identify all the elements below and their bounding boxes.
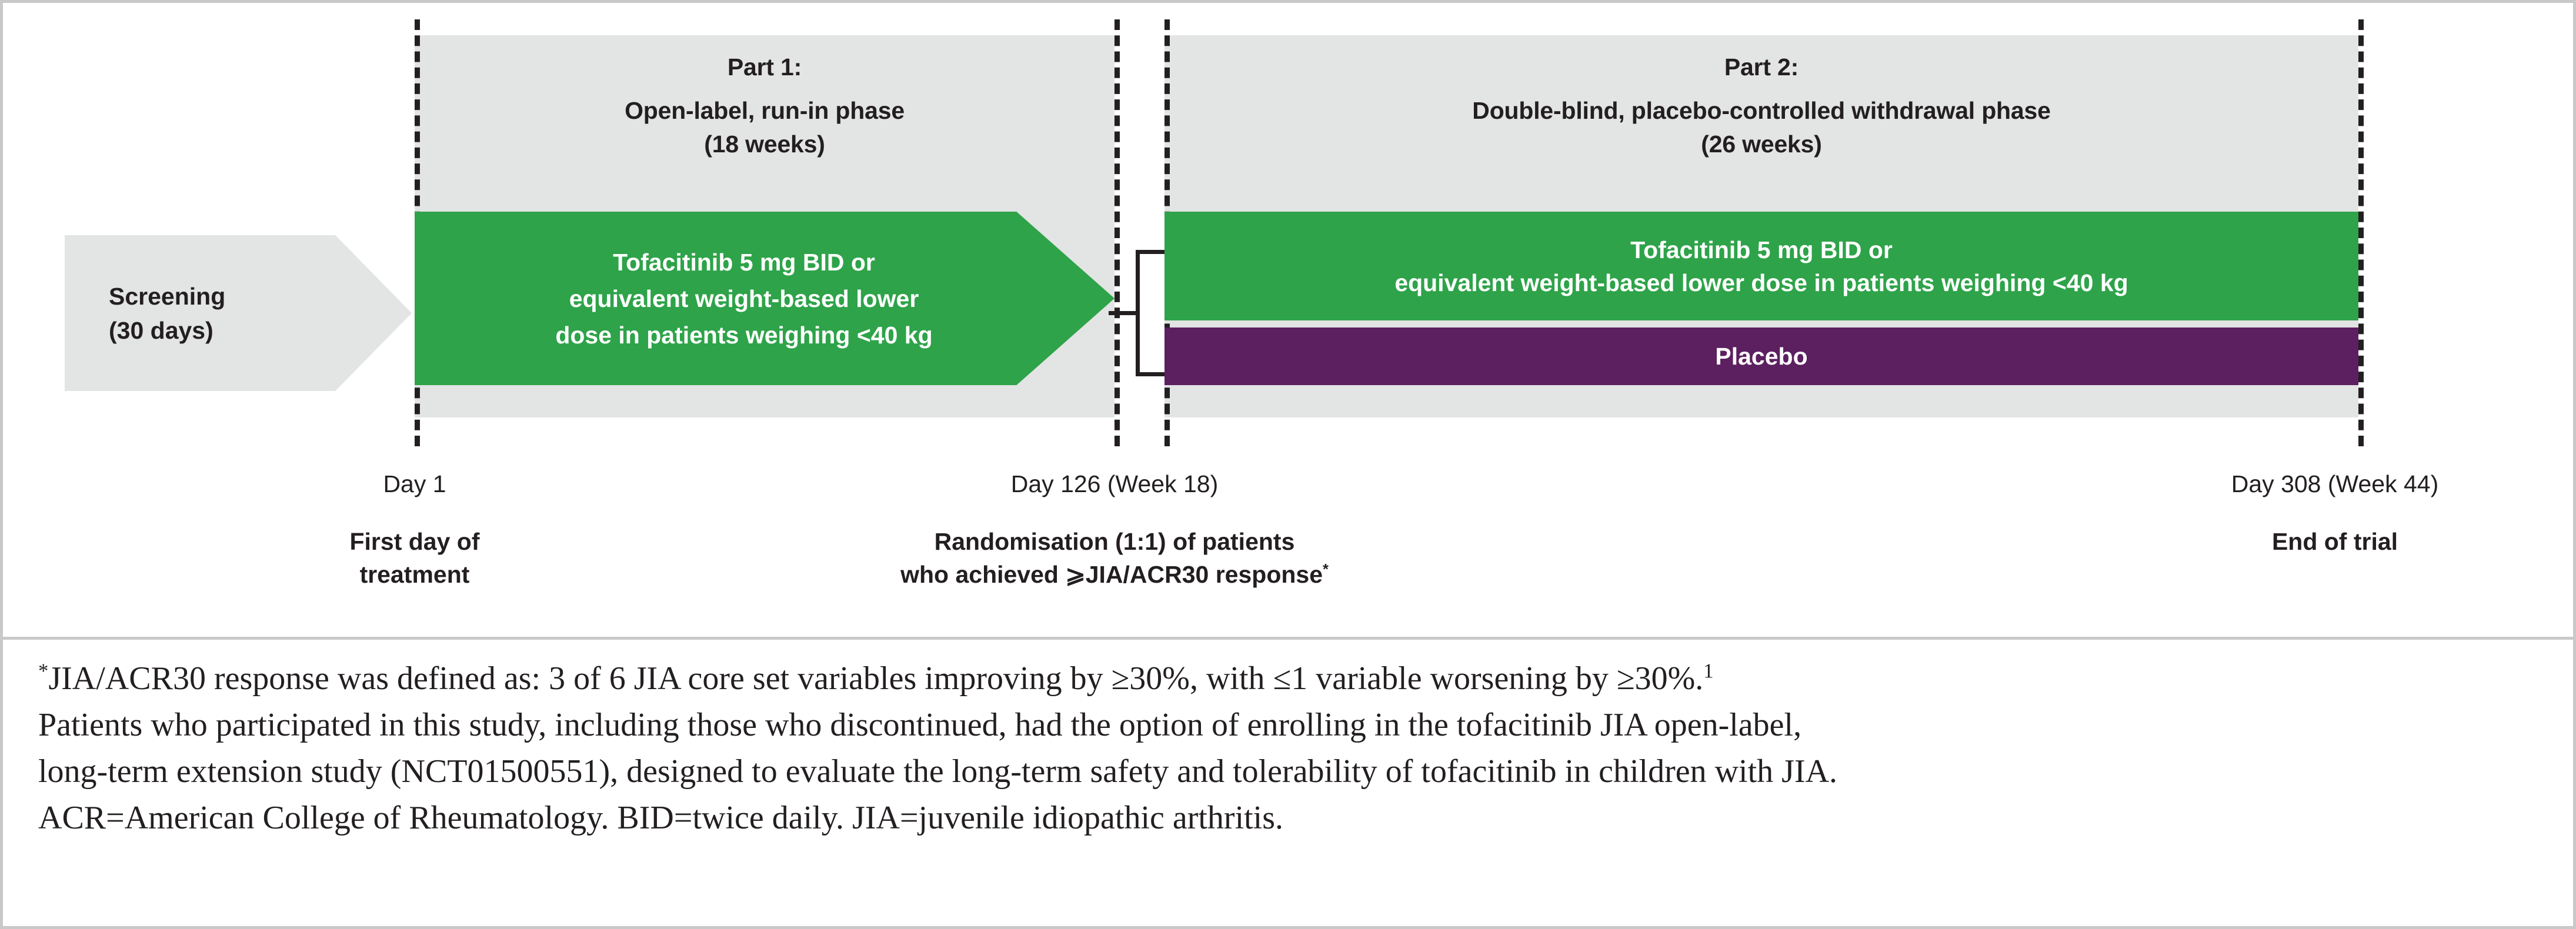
trial-design-diagram: Part 1: Open-label, run-in phase (18 wee… [3,3,2573,635]
bracket-spine [1136,250,1140,376]
footnote-line-2: Patients who participated in this study,… [38,707,1802,743]
randomisation-footnote-marker: * [1323,561,1329,578]
marker-day-126-description: Randomisation (1:1) of patients who achi… [823,525,1406,591]
marker-day-1-desc-line-1: First day of [349,528,480,555]
footnote-line-3: long-term extension study (NCT01500551),… [38,753,1838,790]
part2-tofacitinib-line-2: equivalent weight-based lower dose in pa… [1394,269,2128,296]
footnote-divider [3,637,2573,640]
part1-arm-line-3: dose in patients weighing <40 kg [555,321,933,349]
marker-day-1-day: Day 1 [383,470,446,497]
marker-day-1-desc-line-2: treatment [359,561,470,588]
footnote-line-1-text: JIA/ACR30 response was defined as: 3 of … [48,660,1704,697]
marker-day-126-day: Day 126 (Week 18) [1010,470,1219,497]
dashed-rule-day-308 [2358,19,2364,446]
part2-placebo-bar: Placebo [1164,328,2358,385]
part1-title-line-3: (18 weeks) [704,131,825,158]
randomisation-bracket-connector [1109,250,1173,376]
screening-label-line-1: Screening [109,282,226,310]
screening-label-line-2: (30 days) [109,316,213,344]
marker-day-1-description: First day of treatment [271,525,559,591]
part2-title-line-2: Double-blind, placebo-controlled withdra… [1472,97,2051,124]
part2-tofacitinib-bar: Tofacitinib 5 mg BID or equivalent weigh… [1164,212,2358,320]
timeline-marker-day-308: Day 308 (Week 44) End of trial [2103,467,2567,558]
footnote-line-4: ACR=American College of Rheumatology. BI… [38,800,1284,836]
timeline-marker-day-1: Day 1 First day of treatment [271,467,559,591]
part1-title-line-1: Part 1: [727,54,802,81]
marker-day-126-desc-line-2: who achieved ⩾JIA/ACR30 response* [823,558,1406,591]
part1-title-line-2: Open-label, run-in phase [625,97,905,124]
part2-placebo-label: Placebo [1715,342,1808,370]
part2-tofacitinib-line-1: Tofacitinib 5 mg BID or [1630,236,1893,263]
marker-day-126-desc-line-1: Randomisation (1:1) of patients [934,528,1295,555]
part1-tofacitinib-arrow: Tofacitinib 5 mg BID or equivalent weigh… [415,212,1115,385]
footnote-reference-1-marker: 1 [1703,659,1714,683]
marker-day-308-day: Day 308 (Week 44) [2231,470,2439,497]
dashed-rule-day-126 [1115,19,1120,446]
marker-day-308-description: End of trial [2103,525,2567,558]
footnote-asterisk-marker: * [38,659,49,683]
marker-day-308-desc-line-1: End of trial [2271,528,2398,555]
bracket-branch-top [1136,250,1173,254]
marker-day-126-desc-line-2-text: who achieved ⩾JIA/ACR30 response [900,561,1323,588]
part2-title-line-3: (26 weeks) [1701,131,1822,158]
timeline-marker-day-126: Day 126 (Week 18) Randomisation (1:1) of… [823,467,1406,591]
part1-arm-line-1: Tofacitinib 5 mg BID or [613,248,875,276]
bracket-stem [1109,311,1137,315]
footnotes-block: *JIA/ACR30 response was defined as: 3 of… [38,656,2544,841]
part1-arm-line-2: equivalent weight-based lower [569,285,919,312]
footnote-line-1: *JIA/ACR30 response was defined as: 3 of… [38,656,2544,702]
part2-title-line-1: Part 2: [1724,54,1799,81]
bracket-branch-bottom [1136,372,1173,376]
screening-chevron: Screening (30 days) [65,235,412,391]
